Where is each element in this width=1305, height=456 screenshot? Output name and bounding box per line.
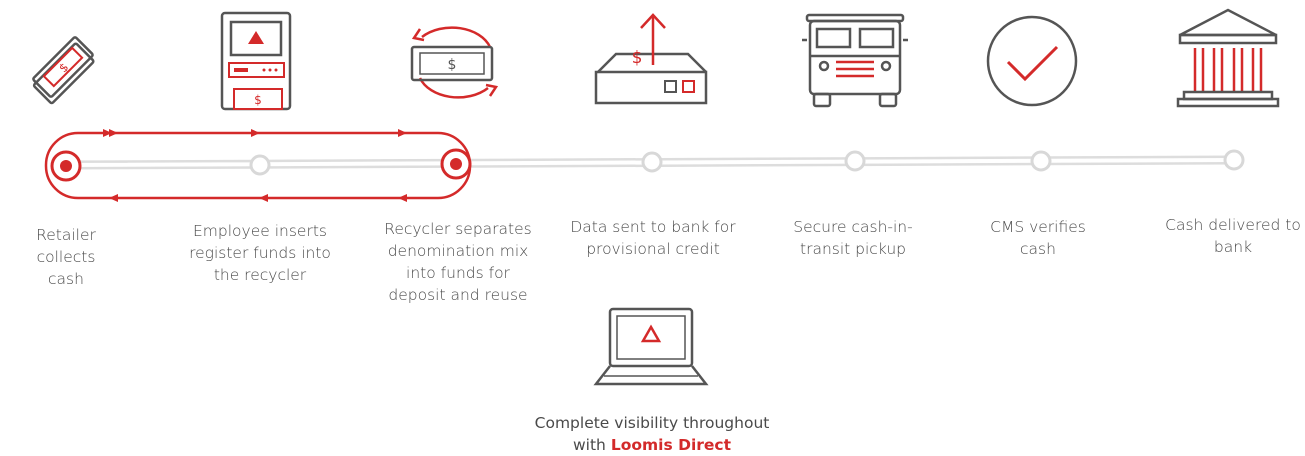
data-upload-icon: $ — [594, 13, 708, 105]
svg-text:$: $ — [632, 48, 643, 68]
step-label-7: Cash delivered to bank — [1165, 216, 1301, 256]
loop-arrows — [103, 129, 407, 202]
visibility-caption: Complete visibility throughout with Loom… — [516, 412, 788, 456]
step-label-4: Data sent to bank for provisional credit — [570, 218, 736, 258]
timeline-nodes — [249, 149, 1245, 176]
visibility-text: Complete visibility throughout with — [534, 414, 770, 454]
step-label-6: CMS verifies cash — [990, 218, 1086, 258]
laptop-icon — [593, 307, 709, 386]
cash-bills-icon: $ — [32, 36, 95, 105]
svg-text:$: $ — [448, 57, 457, 73]
recycler-machine-icon: $ — [220, 11, 292, 111]
active-nodes — [50, 148, 472, 182]
step-label-1: Retailer collects cash — [36, 226, 96, 288]
step-label-5: Secure cash-in-transit pickup — [793, 218, 913, 258]
recycle-cash-icon: $ — [410, 26, 499, 99]
armored-truck-icon — [802, 13, 908, 108]
checkmark-circle-icon — [986, 15, 1078, 107]
step-label-2: Employee inserts register funds into the… — [189, 222, 331, 284]
step-label-3: Recycler separates denomination mix into… — [384, 220, 532, 304]
loomis-direct-brand: Loomis Direct — [610, 436, 732, 454]
svg-text:$: $ — [56, 60, 71, 75]
svg-text:$: $ — [254, 93, 262, 107]
bank-building-icon — [1176, 8, 1280, 108]
timeline — [44, 129, 1245, 202]
